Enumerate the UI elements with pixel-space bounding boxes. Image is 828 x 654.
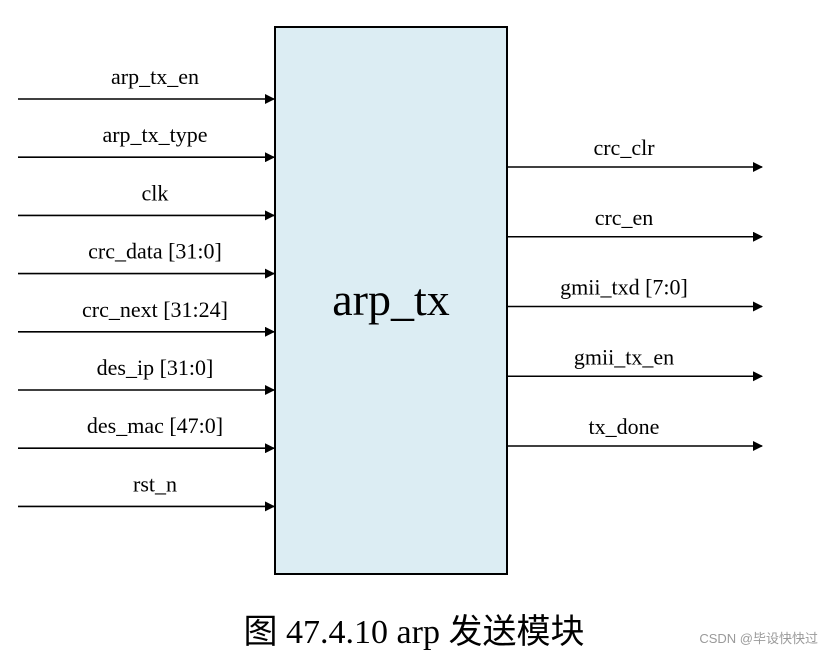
output-ports: crc_clr crc_en gmii_txd [7:0] gmii_tx_en tx_… (508, 135, 763, 451)
output-label-crc-en: crc_en (595, 205, 654, 230)
output-label-tx-done: tx_done (589, 414, 660, 439)
watermark: CSDN @毕设快快过 (699, 631, 818, 646)
input-label-arp-tx-en: arp_tx_en (111, 64, 199, 89)
input-label-crc-next-31-24: crc_next [31:24] (82, 297, 228, 322)
module-box (274, 26, 508, 575)
input-label-des-mac-47-0: des_mac [47:0] (87, 413, 223, 438)
input-label-des-ip-31-0: des_ip [31:0] (97, 355, 214, 380)
module-name: arp_tx (332, 274, 450, 325)
figure-caption: 图 47.4.10 arp 发送模块 (243, 614, 585, 651)
input-label-clk: clk (142, 180, 169, 205)
output-label-gmii-txd-7-0: gmii_txd [7:0] (560, 275, 688, 300)
output-label-gmii-tx-en: gmii_tx_en (574, 344, 674, 369)
input-label-rst-n: rst_n (133, 471, 177, 496)
input-label-arp-tx-type: arp_tx_type (102, 122, 207, 147)
input-label-crc-data-31-0: crc_data [31:0] (88, 239, 222, 264)
output-label-crc-clr: crc_clr (593, 135, 655, 160)
